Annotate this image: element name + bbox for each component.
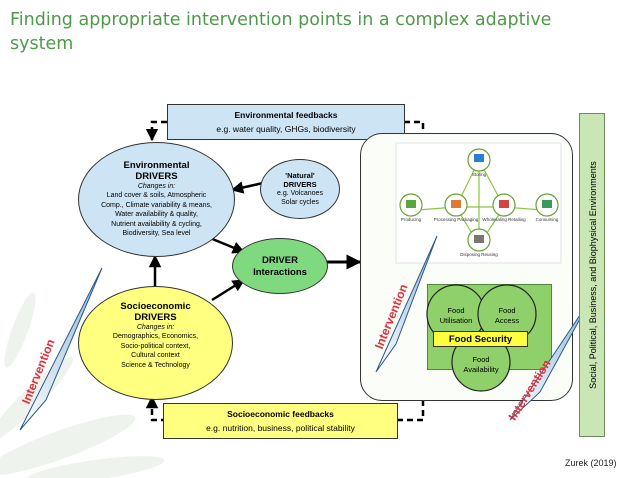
food-availability-line-1: Food <box>472 355 490 364</box>
socio-feedback-title: Socioeconomic feedbacks <box>227 409 334 419</box>
env-drivers-line: Comp., Climate variability & means, <box>101 201 212 209</box>
env-drivers-line: Nutrient availability & cycling, <box>111 220 202 228</box>
food-access-line-2: Access <box>494 316 520 325</box>
socio-feedback-dashed-right <box>397 388 425 422</box>
environmental-feedbacks-box: Environmental feedbacks e.g. water quali… <box>167 104 405 140</box>
socioeconomic-feedbacks-box: Socioeconomic feedbacks e.g. nutrition, … <box>163 403 398 439</box>
food-utilisation-line-1: Food <box>447 306 465 315</box>
food-security-center: Food Security <box>448 334 513 345</box>
socio-drivers-line: Cultural context <box>131 352 180 359</box>
food-access-line-1: Food <box>498 306 516 315</box>
env-feedback-text: e.g. water quality, GHGs, biodiversity <box>216 124 356 134</box>
side-panel-label: Social, Political, Business, and Biophys… <box>588 161 598 389</box>
socio-drivers-changes-in: Changes in: <box>136 324 175 331</box>
env-drivers-title-1: Environmental <box>123 160 190 171</box>
page-title: Finding appropriate intervention points … <box>10 10 552 54</box>
node-label-consuming: Consuming <box>536 217 559 222</box>
arrow-natural-to-env <box>230 181 264 194</box>
env-drivers-line: Water availability & quality, <box>115 211 198 218</box>
env-drivers-title-2: DRIVERS <box>135 171 178 182</box>
env-drivers-line: Biodiversity, Sea level <box>122 230 191 237</box>
consuming-icon <box>542 200 552 208</box>
driver-interactions-ellipse: DRIVER Interactions <box>232 238 328 294</box>
natural-drivers-line: Solar cycles <box>281 199 319 206</box>
socio-drivers-title-1: Socioeconomic <box>120 301 191 312</box>
node-label-wholesaling: Wholesaling Retailing <box>482 217 526 222</box>
natural-drivers-title-1: 'Natural' <box>285 171 315 180</box>
producing-icon <box>406 200 416 208</box>
node-label-disposing: Disposing Reusing <box>460 252 498 257</box>
env-drivers-line: Land cover & soils, Atmospheric <box>106 192 207 199</box>
natural-drivers-ellipse: 'Natural' DRIVERS e.g. Volcanoes Solar c… <box>260 159 340 219</box>
driver-interactions-line-1: DRIVER <box>262 255 298 266</box>
socio-feedback-text: e.g. nutrition, business, political stab… <box>206 423 355 433</box>
socioeconomic-drivers-ellipse: Socioeconomic DRIVERS Changes in: Demogr… <box>78 286 233 400</box>
socio-drivers-line: Science & Technology <box>121 361 190 369</box>
disposing-icon <box>474 235 484 243</box>
node-label-processing: Processing Packaging <box>434 217 479 222</box>
natural-drivers-title-2: DRIVERS <box>283 180 317 189</box>
arrow-env-to-interactions <box>209 236 246 254</box>
environmental-drivers-ellipse: Environmental DRIVERS Changes in: Land c… <box>78 142 235 257</box>
intervention-wedge-left <box>19 267 103 431</box>
food-access-label: Food Access <box>484 306 530 326</box>
node-label-storing: Storing <box>472 172 487 177</box>
node-label-producing: Producing <box>401 217 422 222</box>
food-availability-line-2: Availability <box>463 365 499 374</box>
food-utilisation-label: Food Utilisation <box>430 306 482 326</box>
env-feedback-dashed-left <box>145 120 167 142</box>
food-utilisation-line-2: Utilisation <box>439 316 473 325</box>
intervention-wedge-right <box>509 296 593 421</box>
intervention-wedge-middle <box>375 235 438 373</box>
socio-feedback-dashed-left <box>145 395 167 422</box>
wholesaling-icon <box>499 200 509 208</box>
env-feedback-title: Environmental feedbacks <box>234 110 338 120</box>
natural-drivers-line: e.g. Volcanoes <box>277 190 323 197</box>
citation: Zurek (2019) <box>565 458 617 468</box>
storing-icon <box>474 154 484 162</box>
driver-interactions-line-2: Interactions <box>253 267 307 278</box>
socio-drivers-title-2: DRIVERS <box>134 312 177 323</box>
env-drivers-changes-in: Changes in: <box>137 183 176 190</box>
arrow-socio-to-interactions <box>211 278 246 302</box>
food-availability-label: Food Availability <box>454 355 508 375</box>
socio-drivers-line: Socio-political context, <box>120 342 191 350</box>
socio-drivers-line: Demographics, Economics, <box>112 333 199 340</box>
food-security-center-box: Food Security <box>433 331 528 347</box>
processing-icon <box>451 200 461 208</box>
environments-side-panel <box>579 113 605 437</box>
